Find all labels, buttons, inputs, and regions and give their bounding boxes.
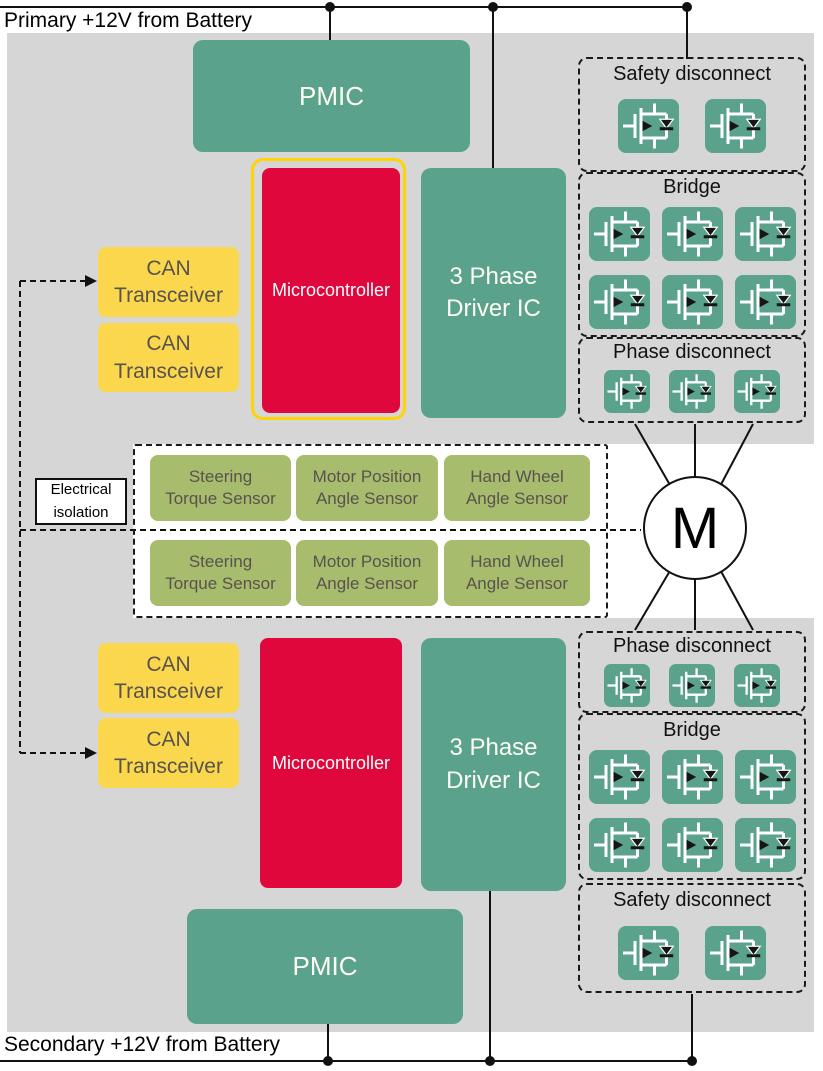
mosfet-icon (661, 818, 723, 872)
primary-pmic-label: PMIC (299, 80, 364, 111)
motor-symbol: M (643, 476, 747, 580)
secondary-can-transceiver-2: CAN Transceiver (98, 718, 239, 788)
section-label: Bridge (663, 176, 721, 198)
motor-label: M (670, 495, 720, 561)
sensor-label-line2: Angle Sensor (465, 574, 569, 593)
primary-can-transceiver-2: CAN Transceiver (98, 323, 239, 392)
primary-rail-label: Primary +12V from Battery (4, 9, 252, 32)
mosfet-icon (588, 275, 650, 329)
primary-driver-ic-line1: 3 Phase (449, 262, 538, 290)
primary-driver-ic-line2: Driver IC (446, 295, 541, 322)
primary-microcontroller-lockstep-outline (251, 158, 406, 420)
sensor-cluster-frame (133, 444, 608, 618)
mosfet-icon (588, 750, 650, 804)
sensor-label-line1: Hand Wheel (470, 466, 564, 486)
electrical-isolation-label: Electrical isolation (35, 478, 127, 525)
section-label: Phase disconnect (613, 341, 771, 363)
can-label-line2: Transceiver (114, 680, 223, 703)
primary-pmic-block: PMIC (193, 40, 470, 152)
can-label-line1: CAN (146, 256, 191, 280)
secondary-phase-disconnect-section: Phase disconnect (578, 631, 806, 713)
secondary-driver-ic-line2: Driver IC (446, 766, 541, 794)
mosfet-icon (705, 926, 766, 980)
mosfet-icon (661, 750, 723, 804)
mosfet-icon (669, 370, 715, 413)
sensor-label-line2: Torque Sensor (165, 574, 276, 593)
mosfet-icon (618, 926, 679, 980)
sensor-label-line1: Motor Position (312, 466, 422, 486)
sensor-label-line2: Angle Sensor (465, 489, 569, 508)
mosfet-icon (661, 207, 723, 261)
mosfet-icon (705, 99, 766, 153)
sensor-label-line1: Steering (188, 551, 253, 571)
can-label-line2: Transceiver (114, 284, 223, 307)
secondary-pmic-label: PMIC (292, 951, 358, 981)
mosfet-icon (734, 818, 796, 872)
mosfet-icon (588, 207, 650, 261)
secondary-microcontroller-label: Microcontroller (271, 752, 391, 773)
mosfet-icon (618, 99, 679, 153)
can-label-line1: CAN (146, 727, 191, 751)
primary-hand-wheel-angle-sensor: Hand Wheel Angle Sensor (444, 455, 590, 521)
mosfet-icon (734, 207, 796, 261)
primary-bridge-section: Bridge (578, 172, 806, 337)
mosfet-icon (669, 664, 715, 707)
primary-can-transceiver-1: CAN Transceiver (98, 247, 239, 317)
secondary-pmic-block: PMIC (187, 909, 463, 1024)
mosfet-icon (661, 275, 723, 329)
can-label-line1: CAN (146, 332, 191, 356)
electrical-isolation-line2: isolation (53, 503, 109, 521)
sensor-label-line2: Angle Sensor (315, 489, 419, 508)
can-label-line1: CAN (146, 652, 191, 676)
secondary-motor-position-angle-sensor: Motor Position Angle Sensor (296, 540, 438, 606)
secondary-microcontroller-block: Microcontroller (260, 638, 402, 888)
sensor-label-line1: Motor Position (312, 551, 422, 571)
mosfet-icon (734, 664, 780, 707)
mosfet-icon (734, 750, 796, 804)
secondary-bridge-section: Bridge (578, 713, 806, 880)
primary-driver-ic-block: 3 Phase Driver IC (421, 168, 566, 418)
mosfet-icon (734, 275, 796, 329)
mosfet-icon (734, 370, 780, 413)
section-label: Safety disconnect (613, 63, 771, 85)
sensor-label-line2: Angle Sensor (315, 574, 419, 593)
sensor-label-line2: Torque Sensor (165, 489, 276, 508)
primary-steering-torque-sensor: Steering Torque Sensor (150, 455, 291, 521)
sensor-label-line1: Hand Wheel (470, 551, 564, 571)
secondary-can-transceiver-1: CAN Transceiver (98, 643, 239, 713)
secondary-safety-disconnect-section: Safety disconnect (578, 883, 806, 993)
can-label-line2: Transceiver (114, 359, 223, 383)
secondary-hand-wheel-angle-sensor: Hand Wheel Angle Sensor (444, 540, 590, 606)
secondary-steering-torque-sensor: Steering Torque Sensor (150, 540, 291, 606)
mosfet-icon (588, 818, 650, 872)
section-label: Bridge (663, 719, 721, 741)
secondary-driver-ic-block: 3 Phase Driver IC (421, 638, 566, 891)
primary-microcontroller-block: Microcontroller (262, 168, 400, 413)
sensor-label-line1: Steering (188, 466, 253, 486)
section-label: Phase disconnect (613, 635, 771, 657)
mosfet-icon (604, 370, 650, 413)
primary-motor-position-angle-sensor: Motor Position Angle Sensor (296, 455, 438, 521)
section-label: Safety disconnect (613, 889, 771, 911)
secondary-driver-ic-line1: 3 Phase (449, 734, 538, 762)
mosfet-icon (604, 664, 650, 707)
secondary-rail-label: Secondary +12V from Battery (4, 1033, 281, 1056)
primary-microcontroller-label: Microcontroller (271, 280, 391, 300)
electrical-isolation-line1: Electrical (50, 481, 112, 498)
primary-phase-disconnect-section: Phase disconnect (578, 337, 806, 423)
primary-safety-disconnect-section: Safety disconnect (578, 57, 806, 172)
can-label-line2: Transceiver (114, 755, 223, 778)
